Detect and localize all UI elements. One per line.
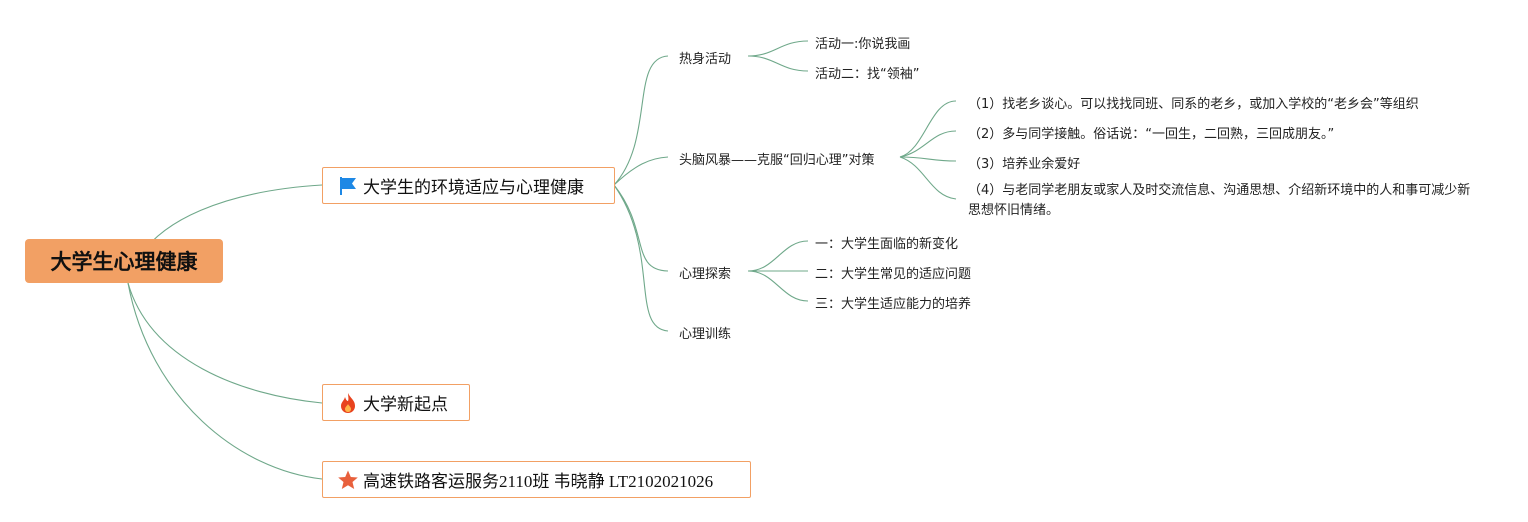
- leaf-label: 二：大学生常见的适应问题: [815, 267, 972, 282]
- link-b1-warmup: [613, 55, 669, 186]
- leaf-label: （3）培养业余爱好: [968, 157, 1081, 172]
- branch-label: 大学新起点: [363, 395, 448, 415]
- link-warmup-leaf1: [747, 40, 809, 57]
- branch-environment-adaptation[interactable]: 大学生的环境适应与心理健康: [322, 167, 615, 204]
- link-b1-brainstorm: [613, 156, 669, 186]
- link-brain-leaf3: [899, 156, 957, 162]
- link-brain-leaf4: [899, 156, 957, 200]
- leaf-label: 一：大学生面临的新变化: [815, 237, 959, 252]
- root-topic[interactable]: 大学生心理健康: [25, 239, 223, 283]
- leaf-brainstorm-2[interactable]: （2）多与同学接触。俗话说：“一回生，二回熟，三回成朋友。”: [968, 123, 1334, 142]
- subtopic-label: 心理训练: [679, 327, 732, 342]
- leaf-warmup-activity2[interactable]: 活动二：找“领袖”: [815, 63, 919, 82]
- subtopic-label: 热身活动: [679, 52, 732, 67]
- blue-flag-icon: [337, 175, 359, 197]
- link-root-branch3: [127, 282, 323, 480]
- leaf-label: 活动一:你说我画: [815, 37, 911, 52]
- leaf-explore-3[interactable]: 三：大学生适应能力的培养: [815, 293, 971, 312]
- leaf-label: 三：大学生适应能力的培养: [815, 297, 972, 312]
- branch-label: 大学生的环境适应与心理健康: [363, 178, 584, 198]
- subtopic-brainstorm[interactable]: 头脑风暴——克服“回归心理”对策: [679, 149, 874, 168]
- leaf-warmup-activity1[interactable]: 活动一:你说我画: [815, 33, 910, 52]
- subtopic-label: 心理探索: [679, 267, 732, 282]
- link-brain-leaf1: [899, 100, 957, 158]
- leaf-explore-2[interactable]: 二：大学生常见的适应问题: [815, 263, 971, 282]
- leaf-label: （1）找老乡谈心。可以找找同班、同系的老乡，或加入学校的“老乡会”等组织: [968, 97, 1419, 112]
- leaf-explore-1[interactable]: 一：大学生面临的新变化: [815, 233, 958, 252]
- star-icon: [337, 469, 359, 491]
- link-b1-explore: [613, 184, 669, 272]
- root-topic-label: 大学生心理健康: [50, 250, 198, 274]
- link-explore-leaf1: [747, 240, 809, 272]
- subtopic-psych-training[interactable]: 心理训练: [679, 323, 731, 342]
- leaf-label: （2）多与同学接触。俗话说：“一回生，二回熟，三回成朋友。”: [968, 127, 1335, 142]
- subtopic-warmup[interactable]: 热身活动: [679, 48, 731, 67]
- leaf-brainstorm-1[interactable]: （1）找老乡谈心。可以找找同班、同系的老乡，或加入学校的“老乡会”等组织: [968, 93, 1419, 112]
- subtopic-psych-explore[interactable]: 心理探索: [679, 263, 731, 282]
- link-warmup-leaf2: [747, 55, 809, 72]
- leaf-label: 活动二：找“领袖”: [815, 67, 920, 82]
- link-b1-training: [613, 184, 669, 332]
- branch-author-info[interactable]: 高速铁路客运服务2110班 韦晓静 LT2102021026: [322, 461, 751, 498]
- branch-new-start[interactable]: 大学新起点: [322, 384, 470, 421]
- link-root-branch2: [127, 282, 323, 404]
- leaf-brainstorm-4[interactable]: （4）与老同学老朋友或家人及时交流信息、沟通思想、介绍新环境中的人和事可减少新思…: [968, 181, 1473, 221]
- link-brain-leaf2: [899, 130, 957, 158]
- link-explore-leaf3: [747, 270, 809, 302]
- subtopic-label: 头脑风暴——克服“回归心理”对策: [679, 153, 875, 168]
- branch-label: 高速铁路客运服务2110班 韦晓静 LT2102021026: [363, 472, 714, 491]
- leaf-label: （4）与老同学老朋友或家人及时交流信息、沟通思想、介绍新环境中的人和事可减少新思…: [968, 183, 1471, 218]
- leaf-brainstorm-3[interactable]: （3）培养业余爱好: [968, 153, 1080, 172]
- fire-icon: [337, 392, 359, 414]
